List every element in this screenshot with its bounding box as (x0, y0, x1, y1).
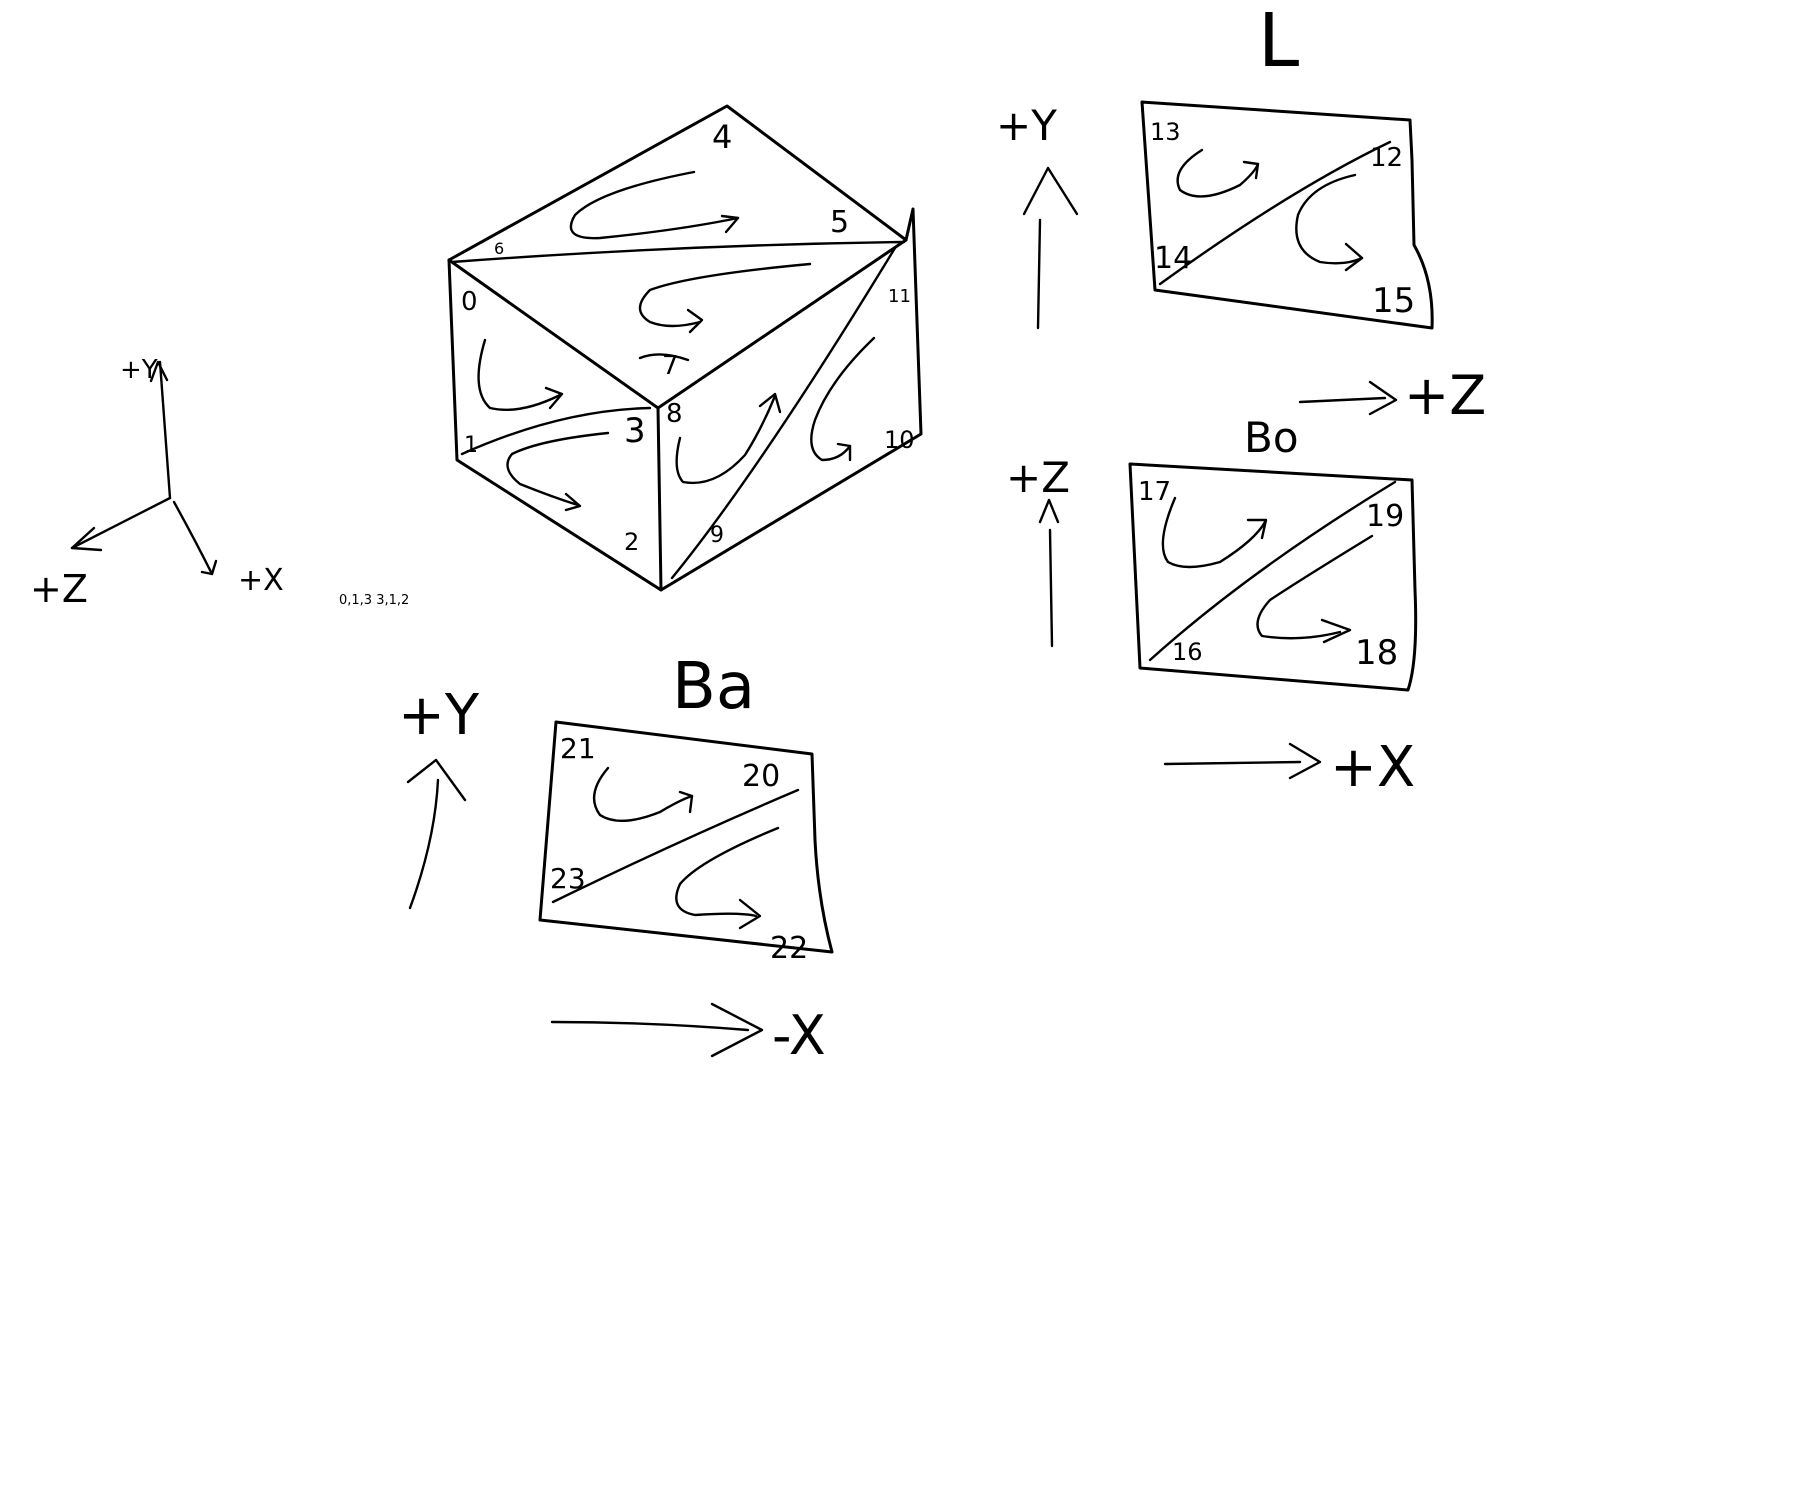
axis-y-label: +Y (120, 355, 158, 385)
rotation-arrow-icon (1346, 244, 1362, 270)
triangle-index-note: 0,1,3 3,1,2 (339, 593, 409, 608)
rotation-arrow-icon (677, 396, 775, 483)
cube-top-diagonal (452, 242, 904, 262)
panel-bo-vertical-axis-arrowhead (1040, 500, 1058, 522)
panel-ba-vertex-label: 23 (550, 862, 586, 895)
cube-vertex-label: 8 (666, 399, 683, 429)
panel-l-vertical-axis-arrowhead (1024, 168, 1077, 214)
rotation-arrow-icon (688, 310, 702, 332)
panel-ba-vertex-label: 20 (742, 759, 780, 794)
panel-ba-horizontal-axis-arrow (552, 1022, 748, 1030)
panel-ba-vertical-axis-label: +Y (398, 683, 480, 748)
cube-vertex-label: 0 (461, 287, 478, 317)
cube: 0 1 2 3 4 5 6 7 8 9 10 11 (449, 106, 921, 590)
panel-l-vertex-label: 12 (1370, 143, 1403, 173)
cube-vertex-label: 9 (710, 523, 724, 548)
panel-ba-horizontal-axis-label: -X (772, 1004, 826, 1067)
rotation-arrow-icon (479, 340, 560, 410)
cube-vertex-label: 3 (624, 411, 646, 451)
cube-vertex-label: 4 (712, 118, 732, 156)
axis-z-line (72, 498, 170, 548)
panel-l-vertical-axis-line (1038, 220, 1040, 328)
axis-z-label: +Z (30, 567, 88, 611)
panel-bo: Bo +Z 16 17 18 19 +X (1006, 413, 1416, 800)
panel-l-vertex-label: 14 (1154, 241, 1192, 276)
cube-right-diagonal (672, 248, 895, 578)
panel-l-title: L (1258, 0, 1299, 84)
panel-bo-vertex-label: 16 (1172, 638, 1203, 666)
cube-vertex-label: 11 (888, 286, 911, 307)
axis-y-line (160, 362, 170, 498)
panel-ba-vertex-label: 21 (560, 732, 596, 765)
cube-vertex-label: 1 (464, 433, 478, 458)
panel-bo-horizontal-axis-arrow (1165, 762, 1300, 764)
rotation-arrow-icon (571, 172, 738, 238)
panel-ba-diagonal (553, 790, 798, 902)
panel-bo-vertical-axis-line (1050, 530, 1052, 646)
panel-ba-title: Ba (672, 650, 755, 724)
rotation-arrow-icon (640, 264, 810, 326)
panel-bo-title: Bo (1244, 413, 1299, 462)
rotation-arrow-icon (508, 433, 609, 505)
cube-outline (449, 106, 921, 590)
panel-l-horizontal-axis-label: +Z (1404, 364, 1486, 427)
panel-bo-vertex-label: 19 (1366, 499, 1404, 534)
panel-l-vertex-label: 13 (1150, 118, 1181, 146)
rotation-arrow-icon (1163, 498, 1265, 567)
rotation-arrow-icon (1258, 536, 1373, 638)
rotation-arrow-icon (1322, 620, 1350, 642)
panel-l: L +Y 12 13 14 15 +Z (996, 0, 1486, 427)
cube-vertex-label: 6 (494, 239, 504, 258)
panel-bo-horizontal-axis-label: +X (1330, 735, 1415, 800)
panel-bo-vertex-label: 17 (1138, 477, 1171, 507)
panel-l-horizontal-axis-arrow (1300, 398, 1385, 402)
panel-bo-vertical-axis-label: +Z (1006, 453, 1070, 502)
rotation-arrow-icon (594, 768, 692, 821)
rotation-arrow-icon (811, 338, 874, 460)
axis-x-line (174, 502, 212, 574)
rotation-arrow-icon (676, 828, 778, 916)
axis-x-label: +X (238, 563, 284, 598)
cube-vertical-edge (658, 408, 661, 590)
rotation-arrow-icon (1178, 150, 1258, 196)
rotation-arrow-icon (680, 792, 692, 812)
cube-left-diagonal (462, 408, 650, 454)
cube-vertex-label: 7 (662, 351, 679, 381)
cube-vertex-label: 10 (884, 426, 915, 454)
cube-vertex-label: 5 (830, 205, 849, 240)
panel-bo-vertex-label: 18 (1355, 633, 1398, 673)
cube-vertex-label: 2 (624, 528, 639, 556)
axes-gizmo: +Y +Z +X (30, 355, 284, 611)
panel-ba: Ba +Y 20 21 22 23 -X (398, 650, 832, 1067)
panel-l-vertex-label: 15 (1372, 281, 1415, 321)
panel-ba-vertical-axis-line (410, 780, 438, 908)
panel-l-vertical-axis-label: +Y (996, 101, 1057, 150)
panel-ba-vertex-label: 22 (770, 931, 808, 966)
